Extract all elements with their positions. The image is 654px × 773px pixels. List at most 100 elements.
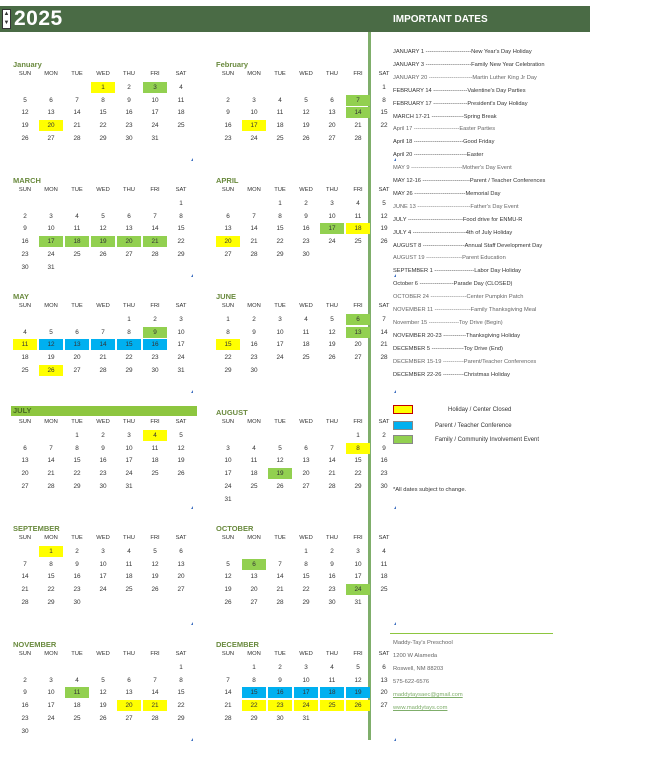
day-cell[interactable]: 11 [302, 328, 310, 336]
day-cell[interactable]: 16 [224, 122, 232, 130]
day-cell[interactable]: 23 [99, 470, 107, 478]
day-cell[interactable]: 11 [13, 339, 37, 351]
day-cell[interactable]: 31 [151, 134, 159, 142]
day-cell[interactable]: 16 [21, 238, 29, 246]
day-cell[interactable]: 7 [153, 676, 157, 684]
day-cell[interactable]: 19 [346, 687, 370, 699]
day-cell[interactable]: 4 [330, 664, 334, 671]
day-cell[interactable]: 14 [346, 107, 370, 119]
day-cell[interactable]: 30 [21, 263, 29, 271]
day-cell[interactable]: 24 [250, 134, 258, 142]
day-cell[interactable]: 14 [224, 689, 232, 697]
day-cell[interactable]: 28 [99, 366, 107, 374]
day-cell[interactable]: 8 [75, 444, 79, 452]
day-cell[interactable]: 2 [278, 664, 282, 671]
day-cell[interactable]: 11 [250, 457, 258, 465]
day-cell[interactable]: 7 [346, 94, 370, 106]
day-cell[interactable]: 18 [125, 573, 133, 581]
day-cell[interactable]: 2 [382, 432, 386, 439]
day-cell[interactable]: 4 [75, 676, 79, 684]
day-cell[interactable]: 7 [75, 96, 79, 104]
day-cell[interactable]: 15 [380, 109, 388, 117]
day-cell[interactable]: 27 [125, 250, 133, 258]
day-cell[interactable]: 6 [179, 548, 183, 555]
day-cell[interactable]: 26 [99, 250, 107, 258]
day-cell[interactable]: 2 [23, 212, 27, 220]
day-cell[interactable]: 6 [330, 96, 334, 104]
day-cell[interactable]: 27 [125, 714, 133, 722]
day-cell[interactable]: 24 [294, 700, 318, 712]
day-cell[interactable]: 15 [216, 339, 240, 351]
day-cell[interactable]: 30 [73, 598, 81, 606]
day-cell[interactable]: 30 [125, 134, 133, 142]
day-cell[interactable]: 17 [177, 341, 185, 349]
day-cell[interactable]: 21 [73, 122, 81, 130]
day-cell[interactable]: 18 [380, 573, 388, 581]
day-cell[interactable]: 7 [49, 444, 53, 452]
day-cell[interactable]: 13 [65, 339, 89, 351]
day-cell[interactable]: 20 [328, 122, 336, 130]
day-cell[interactable]: 26 [224, 598, 232, 606]
day-cell[interactable]: 8 [278, 212, 282, 220]
day-cell[interactable]: 18 [177, 109, 185, 117]
day-cell[interactable]: 13 [224, 225, 232, 233]
day-cell[interactable]: 26 [302, 134, 310, 142]
day-cell[interactable]: 11 [276, 109, 284, 117]
day-cell[interactable]: 16 [143, 339, 167, 351]
day-cell[interactable]: 10 [47, 689, 55, 697]
day-cell[interactable]: 27 [47, 134, 55, 142]
day-cell[interactable]: 19 [151, 573, 159, 581]
day-cell[interactable]: 15 [117, 339, 141, 351]
day-cell[interactable]: 27 [177, 586, 185, 594]
website-link[interactable]: www.maddytays.com [393, 705, 448, 711]
day-cell[interactable]: 12 [302, 109, 310, 117]
day-cell[interactable]: 15 [354, 457, 362, 465]
day-cell[interactable]: 14 [47, 457, 55, 465]
day-cell[interactable]: 13 [21, 457, 29, 465]
day-cell[interactable]: 24 [346, 584, 370, 596]
day-cell[interactable]: 3 [49, 212, 53, 220]
day-cell[interactable]: 22 [99, 122, 107, 130]
day-cell[interactable]: 10 [151, 96, 159, 104]
day-cell[interactable]: 27 [380, 702, 388, 710]
day-cell[interactable]: 12 [354, 676, 362, 684]
day-cell[interactable]: 21 [21, 586, 29, 594]
day-cell[interactable]: 2 [226, 96, 230, 104]
day-cell[interactable]: 1 [179, 664, 183, 671]
day-cell[interactable]: 1 [91, 82, 115, 93]
day-cell[interactable]: 6 [346, 314, 370, 325]
day-cell[interactable]: 29 [125, 366, 133, 374]
day-cell[interactable]: 17 [47, 702, 55, 710]
day-cell[interactable]: 7 [252, 212, 256, 220]
day-cell[interactable]: 17 [224, 470, 232, 478]
day-cell[interactable]: 29 [47, 598, 55, 606]
day-cell[interactable]: 5 [101, 676, 105, 684]
day-cell[interactable]: 17 [354, 573, 362, 581]
day-cell[interactable]: 26 [380, 238, 388, 246]
day-cell[interactable]: 1 [39, 546, 63, 557]
day-cell[interactable]: 16 [268, 687, 292, 699]
day-cell[interactable]: 20 [39, 120, 63, 132]
day-cell[interactable]: 19 [302, 122, 310, 130]
day-cell[interactable]: 4 [143, 430, 167, 441]
day-cell[interactable]: 30 [21, 727, 29, 735]
day-cell[interactable]: 28 [276, 598, 284, 606]
day-cell[interactable]: 18 [276, 122, 284, 130]
day-cell[interactable]: 11 [328, 676, 336, 684]
day-cell[interactable]: 28 [73, 134, 81, 142]
day-cell[interactable]: 4 [23, 328, 27, 336]
day-cell[interactable]: 1 [382, 84, 386, 91]
day-cell[interactable]: 29 [177, 714, 185, 722]
day-cell[interactable]: 21 [143, 700, 167, 712]
day-cell[interactable]: 15 [242, 687, 266, 699]
day-cell[interactable]: 19 [268, 468, 292, 480]
day-cell[interactable]: 1 [252, 664, 256, 671]
day-cell[interactable]: 28 [380, 354, 388, 362]
day-cell[interactable]: 8 [179, 676, 183, 684]
day-cell[interactable]: 18 [21, 354, 29, 362]
day-cell[interactable]: 24 [47, 714, 55, 722]
day-cell[interactable]: 8 [226, 328, 230, 336]
day-cell[interactable]: 18 [73, 702, 81, 710]
day-cell[interactable]: 2 [75, 548, 79, 555]
day-cell[interactable]: 6 [127, 212, 131, 220]
